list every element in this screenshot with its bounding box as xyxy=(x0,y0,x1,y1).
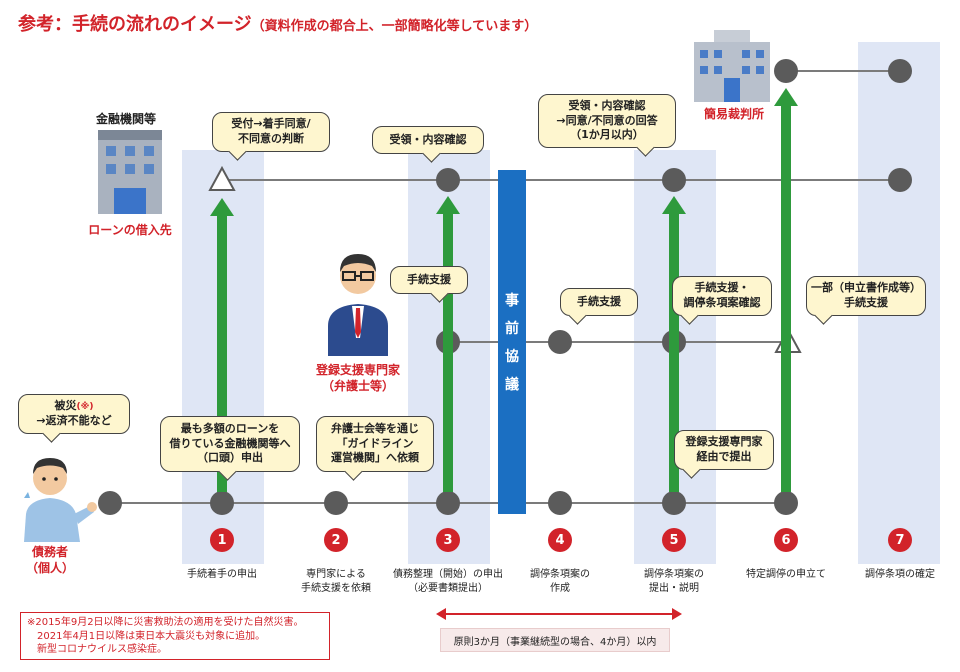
bubble-support-4: 手続支援 xyxy=(560,288,638,325)
disaster-text: 被災 xyxy=(54,399,77,413)
arrow-6-head xyxy=(774,88,798,106)
court-label: 簡易裁判所 xyxy=(703,107,764,121)
court-node-6 xyxy=(774,59,798,83)
confirm-answer-text: 受領・内容確認 →同意/不同意の回答 （1か月以内） xyxy=(556,98,658,142)
step-5-circle: 5 xyxy=(662,528,686,552)
step-4-label: 調停条項案の 作成 xyxy=(530,569,590,594)
debtor-node-5 xyxy=(662,491,686,515)
period-arrow-left xyxy=(436,608,446,620)
debtor-node-3 xyxy=(436,491,460,515)
step-1-circle: 1 xyxy=(210,528,234,552)
arrow-6-shaft xyxy=(781,104,791,492)
debtor-node-start xyxy=(98,491,122,515)
bank-heading: 金融機関等 xyxy=(96,112,157,126)
arrow-1-shaft xyxy=(217,214,227,492)
bank-node-1-triangle xyxy=(208,165,236,191)
pre-consultation-char-3: 協 xyxy=(505,349,519,365)
pre-consultation-bar: 事 前 協 議 xyxy=(498,170,526,514)
debtor-node-6 xyxy=(774,491,798,515)
bank-accept-text: 受付→着手同意/ 不同意の判断 xyxy=(231,117,311,145)
step-4-circle: 4 xyxy=(548,528,572,552)
bank-node-5 xyxy=(662,168,686,192)
debtor-node-4 xyxy=(548,491,572,515)
bubble-confirm-answer: 受領・内容確認 →同意/不同意の回答 （1か月以内） xyxy=(538,94,676,157)
bank-line xyxy=(222,179,900,181)
arrow-3-head xyxy=(436,196,460,214)
step-6-label: 特定調停の申立て xyxy=(746,569,826,580)
period-label: 原則3か月（事業継続型の場合、4か月）以内 xyxy=(440,628,670,652)
expert-line xyxy=(448,341,788,343)
court-line xyxy=(786,70,900,72)
debtor-node-2 xyxy=(324,491,348,515)
debtor-person-icon xyxy=(20,452,100,542)
bubble-support-5: 手続支援・ 調停条項案確認 xyxy=(672,276,772,325)
step-5-label: 調停条項案の 提出・説明 xyxy=(644,569,704,594)
step-2-label: 専門家による 手続支援を依頼 xyxy=(301,569,371,594)
pre-consultation-char-4: 議 xyxy=(505,377,519,393)
debtor-node-1 xyxy=(210,491,234,515)
bubble-support-3: 手続支援 xyxy=(390,266,468,303)
arrow-1-head xyxy=(210,198,234,216)
support-5-text: 手続支援・ 調停条項案確認 xyxy=(683,281,761,309)
support-6-text: 一部（申立書作成等） 手続支援 xyxy=(811,281,921,309)
debtor-label: 債務者 （個人） xyxy=(25,545,74,576)
bubble-apply-1: 最も多額のローンを 借りている金融機関等へ （口頭）申出 xyxy=(160,416,300,481)
pre-consultation-char-1: 事 xyxy=(505,293,519,309)
step-3-label: 債務整理（開始）の申出 （必要書類提出） xyxy=(393,569,503,594)
court-building-icon xyxy=(694,30,770,102)
step-7-label: 調停条項の確定 xyxy=(865,569,935,580)
bank-node-3 xyxy=(436,168,460,192)
disaster-text-2: →返済不能など xyxy=(36,414,112,427)
arrow-5-shaft xyxy=(669,212,679,492)
period-arrow-right xyxy=(672,608,682,620)
expert-node-4 xyxy=(548,330,572,354)
step-1-label: 手続着手の申出 xyxy=(187,569,257,580)
expert-label: 登録支援専門家 （弁護士等） xyxy=(315,363,400,394)
apply-2-text: 弁護士会等を通じ 「ガイドライン 運営機関」へ依頼 xyxy=(331,421,419,465)
pre-consultation-char-2: 前 xyxy=(505,321,519,337)
lawyer-person-icon xyxy=(326,248,390,356)
step-6-circle: 6 xyxy=(774,528,798,552)
step-7-circle: 7 xyxy=(888,528,912,552)
arrow-5-head xyxy=(662,196,686,214)
step-3-circle: 3 xyxy=(436,528,460,552)
apply-1-text: 最も多額のローンを 借りている金融機関等へ （口頭）申出 xyxy=(169,421,291,465)
bubble-disaster: 被災(※) →返済不能など xyxy=(18,394,130,443)
support-3-text: 手続支援 xyxy=(407,272,451,286)
disaster-mark: (※) xyxy=(76,402,94,413)
bank-label: ローンの借入先 xyxy=(88,223,172,237)
bubble-confirm: 受領・内容確認 xyxy=(372,126,484,163)
title-sub: （資料作成の都合上、一部簡略化等しています） xyxy=(251,19,538,34)
bubble-apply-2: 弁護士会等を通じ 「ガイドライン 運営機関」へ依頼 xyxy=(316,416,434,481)
court-node-7 xyxy=(888,59,912,83)
period-arrow-line xyxy=(444,613,674,615)
bank-building-icon xyxy=(98,130,162,214)
confirm-text: 受領・内容確認 xyxy=(389,132,467,146)
diagram-title: 参考：手続の流れのイメージ（資料作成の都合上、一部簡略化等しています） xyxy=(18,10,537,36)
bubble-support-6: 一部（申立書作成等） 手続支援 xyxy=(806,276,926,325)
title-main: 参考：手続の流れのイメージ xyxy=(18,14,252,35)
bubble-bank-accept: 受付→着手同意/ 不同意の判断 xyxy=(212,112,330,161)
arrow-3-shaft xyxy=(443,212,453,492)
bank-node-7 xyxy=(888,168,912,192)
footnote: ※2015年9月2日以降に災害救助法の適用を受けた自然災害。 2021年4月1日… xyxy=(20,612,330,660)
support-4-text: 手続支援 xyxy=(577,294,621,308)
submit-5-text: 登録支援専門家 経由で提出 xyxy=(685,435,763,463)
bubble-submit-5: 登録支援専門家 経由で提出 xyxy=(674,430,774,479)
step-2-circle: 2 xyxy=(324,528,348,552)
